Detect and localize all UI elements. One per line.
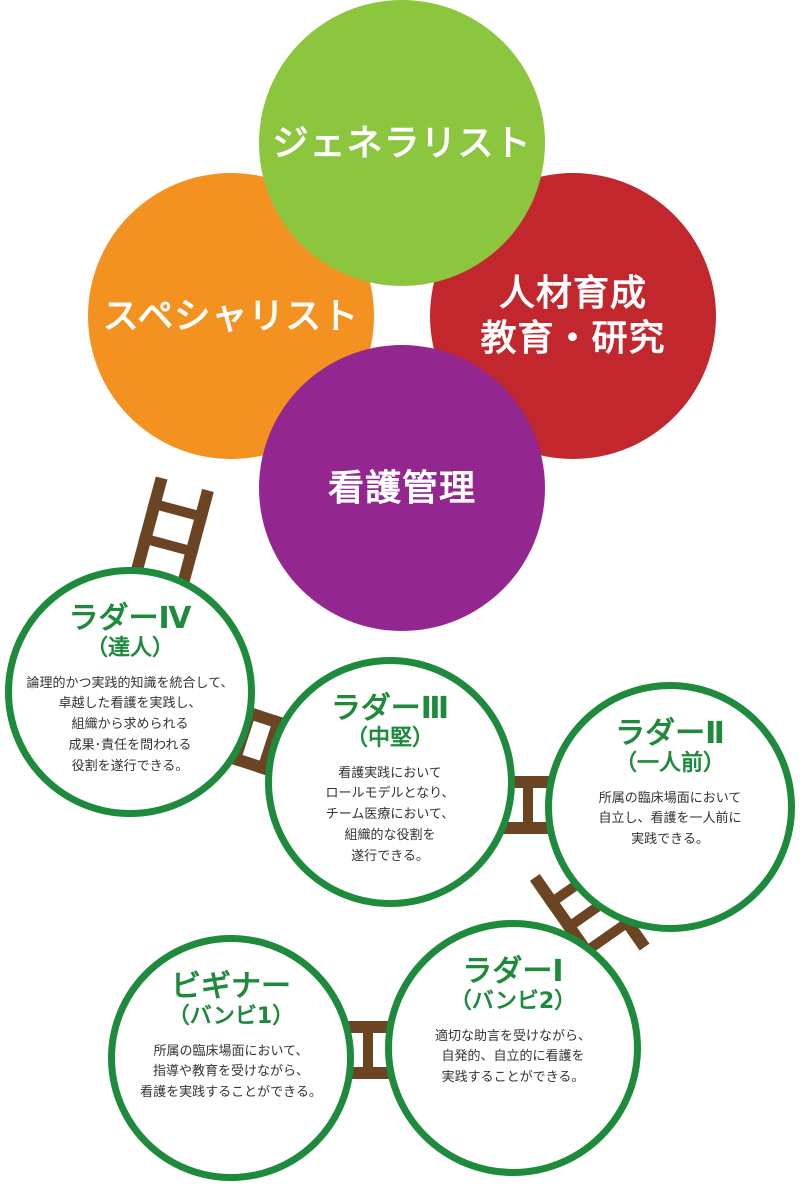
ladder-ii-sub: （一人前） xyxy=(614,751,725,776)
ladder-iii-sub: （中堅） xyxy=(345,726,434,751)
ladder-i-title: ラダーⅠ xyxy=(462,954,564,989)
ladder-ii-desc: 所属の臨床場面において 自立し、看護を一人前に 実践できる。 xyxy=(598,790,742,848)
beginner-circle: ビギナー （バンビ1） 所属の臨床場面において、 指導や教育を受けながら、 看護… xyxy=(108,935,354,1181)
ladder-iii-circle: ラダーⅢ （中堅） 看護実践において ロールモデルとなり、 チーム医療において、… xyxy=(265,657,515,907)
ladder-iv-desc: 論理的かつ実践的知識を統合して、 卓越した看護を実践し、 組織から求められる 成… xyxy=(26,675,234,774)
management-label: 看護管理 xyxy=(327,467,476,509)
ladder-iii-title: ラダーⅢ xyxy=(330,691,450,726)
beginner-desc: 所属の臨床場面において、 指導や教育を受けながら、 看護を実践することができる。 xyxy=(140,1043,322,1101)
ladder-i-circle: ラダーⅠ （バンビ2） 適切な助言を受けながら、 自発的、自立的に看護を 実践す… xyxy=(385,920,641,1176)
ladder-iv-title: ラダーⅣ xyxy=(68,601,192,636)
generalist-label: ジェネラリスト xyxy=(272,122,532,164)
ladder-iii-desc: 看護実践において ロールモデルとなり、 チーム医療において、 組織的な役割を 遂… xyxy=(325,765,455,864)
ladder-ii-title: ラダーⅡ xyxy=(615,716,725,751)
development-label: 人材育成 教育・研究 xyxy=(480,273,666,359)
management-circle: 看護管理 xyxy=(259,345,545,631)
ladder-ii-circle: ラダーⅡ （一人前） 所属の臨床場面において 自立し、看護を一人前に 実践できる… xyxy=(545,682,795,932)
beginner-sub: （バンビ1） xyxy=(167,1004,295,1029)
ladder-iv-sub: （達人） xyxy=(85,636,174,661)
generalist-circle: ジェネラリスト xyxy=(259,0,545,286)
ladder-i-sub: （バンビ2） xyxy=(449,989,577,1014)
ladder-i-desc: 適切な助言を受けながら、 自発的、自立的に看護を 実践することができる。 xyxy=(434,1028,591,1086)
ladder-iv-circle: ラダーⅣ （達人） 論理的かつ実践的知識を統合して、 卓越した看護を実践し、 組… xyxy=(5,567,255,817)
specialist-label: スペシャリスト xyxy=(102,295,360,337)
beginner-title: ビギナー xyxy=(171,969,291,1004)
